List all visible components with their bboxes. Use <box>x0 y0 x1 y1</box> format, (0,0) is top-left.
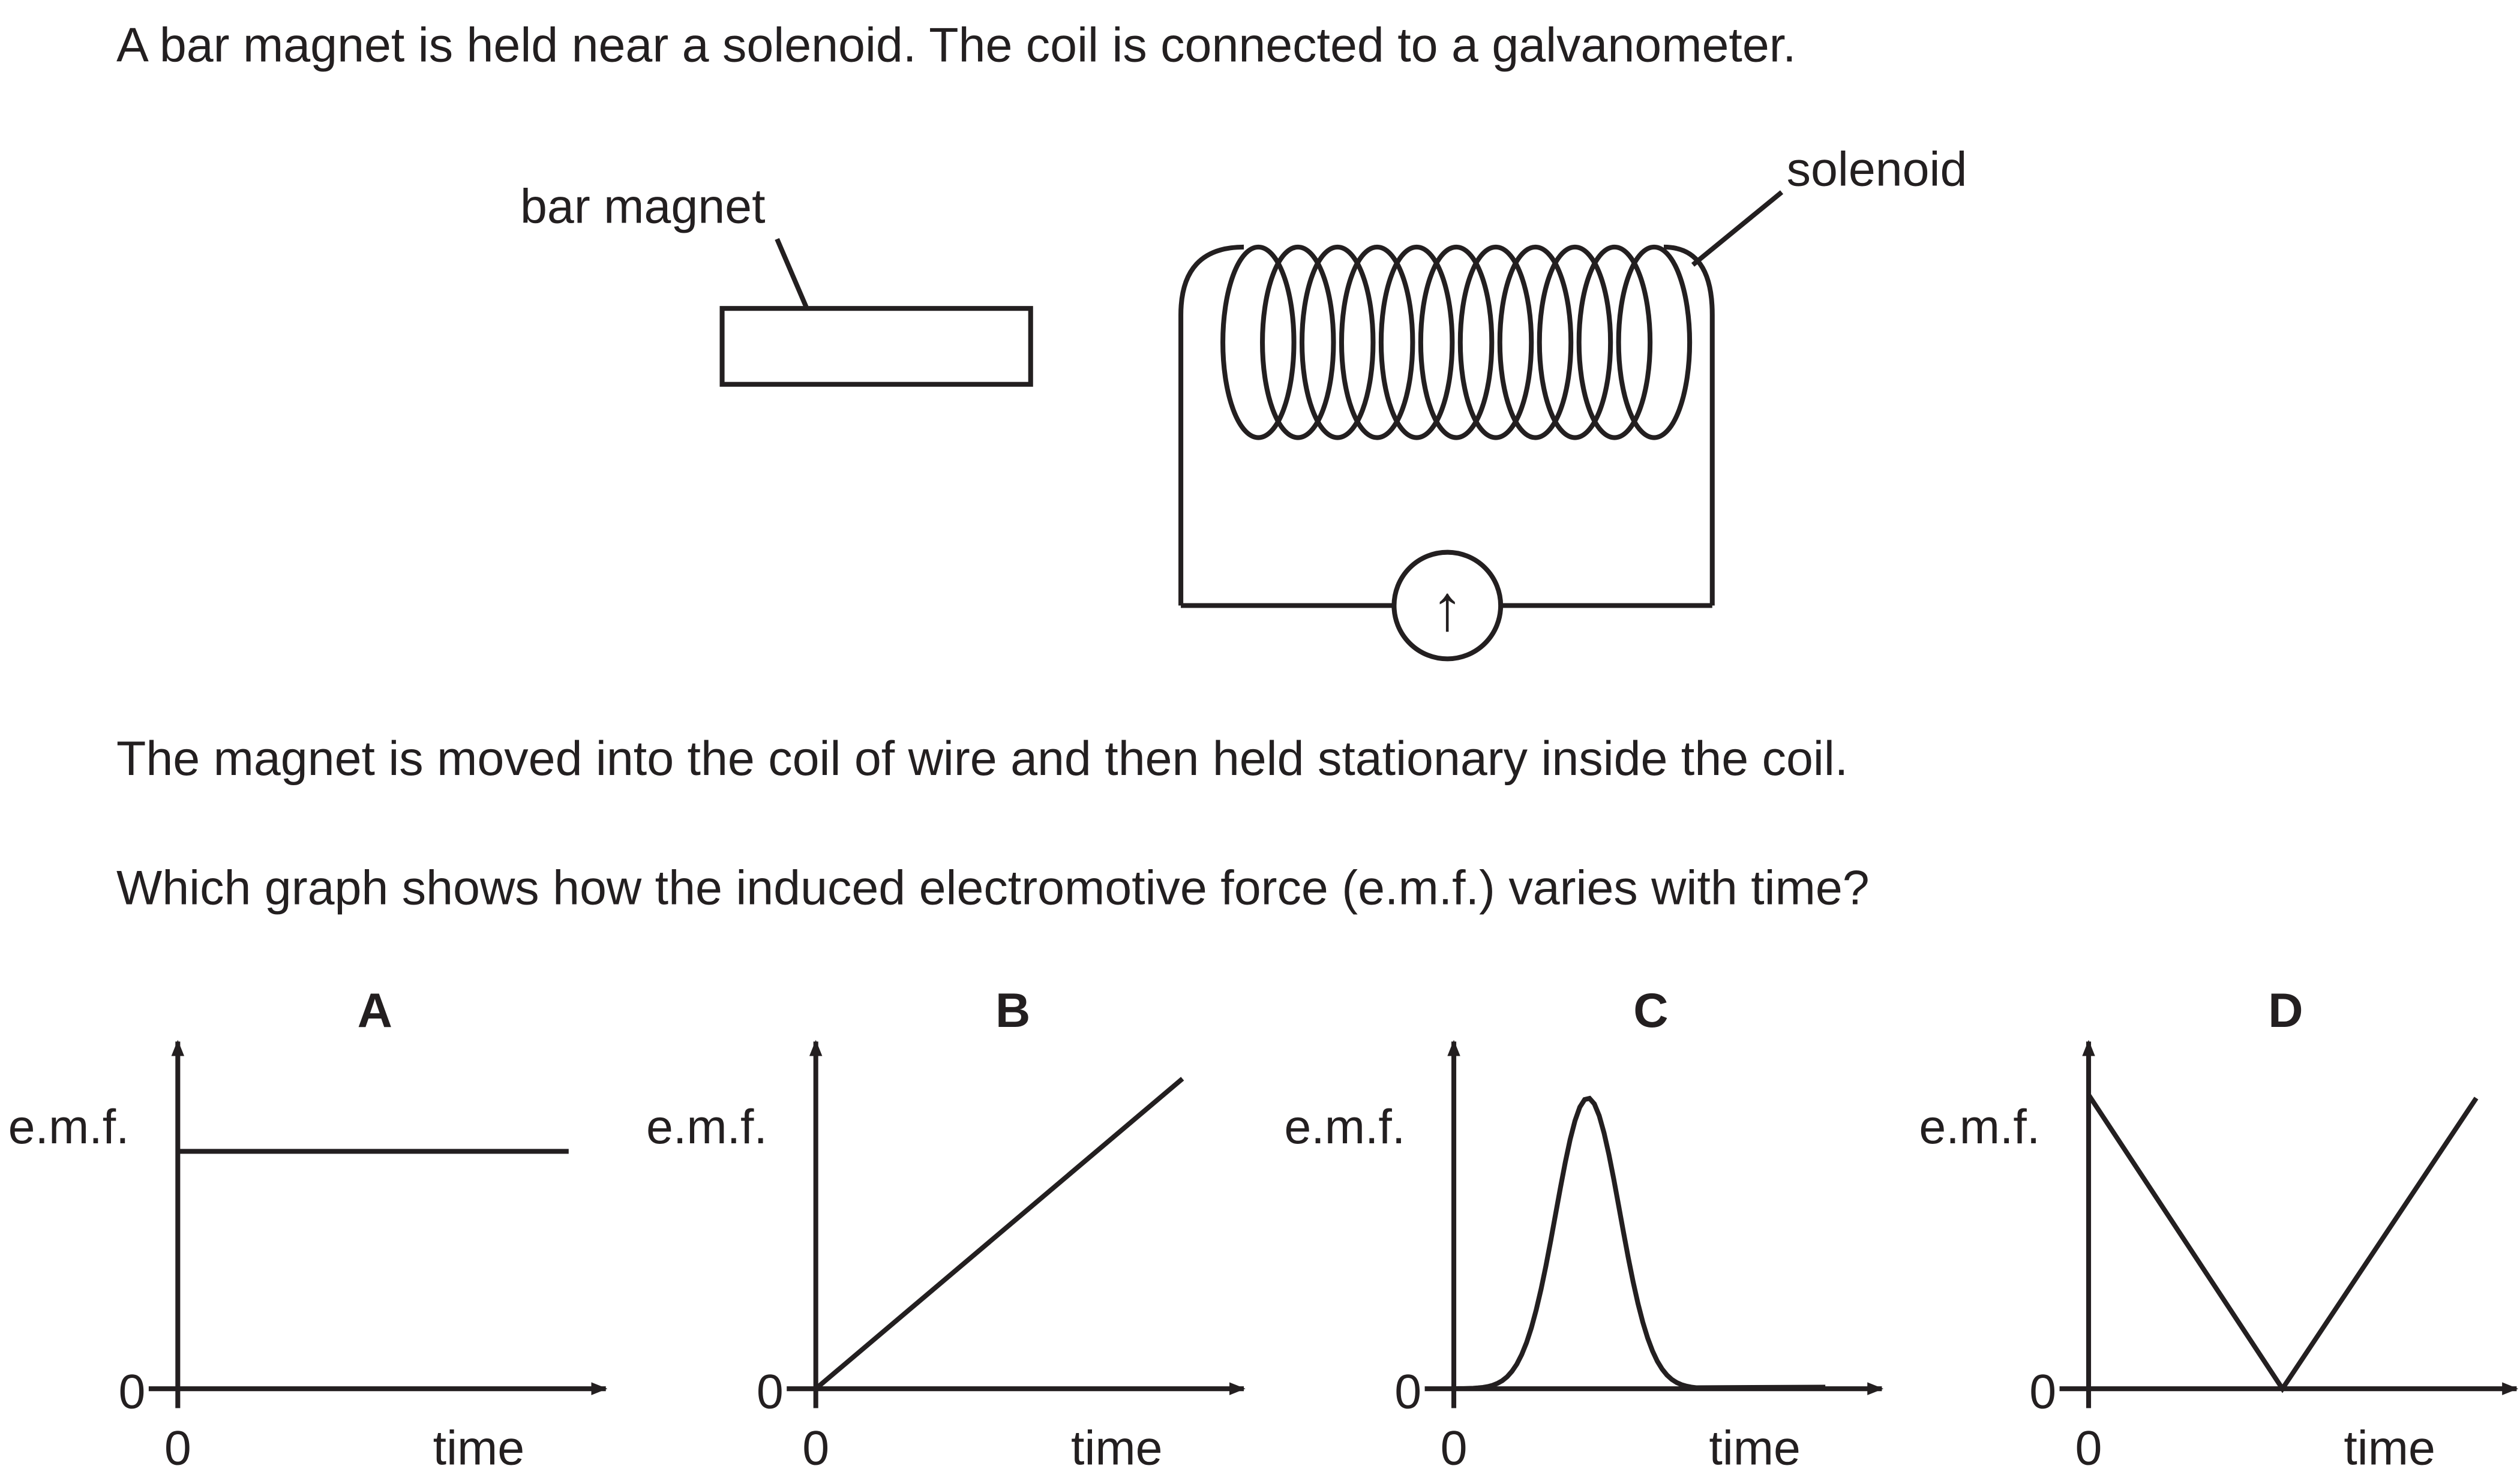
x-origin-label: 0 <box>2075 1422 2102 1476</box>
y-origin-label: 0 <box>2029 1365 2056 1419</box>
coil-loop <box>1616 244 1693 440</box>
graph-title: C <box>1633 984 1668 1038</box>
y-origin-label: 0 <box>119 1365 146 1419</box>
graph-title: D <box>2268 984 2303 1038</box>
graph-title: A <box>358 984 392 1038</box>
y-axis-label: e.m.f. <box>1284 1100 1405 1154</box>
emf-curve <box>1453 1095 1826 1392</box>
coil-loop <box>1497 244 1574 440</box>
galvanometer: ↑ <box>1391 549 1504 662</box>
coil-loop <box>1378 244 1455 440</box>
graph-option-d: De.m.f. time 00 <box>1919 984 2519 1476</box>
coil-loop <box>1457 244 1534 440</box>
emf-curve <box>2086 1093 2479 1393</box>
question-prompt: Which graph shows how the induced electr… <box>116 861 1870 915</box>
graph-option-c: Ce.m.f. time 00 <box>1284 984 1884 1476</box>
coil-loop <box>1418 244 1495 440</box>
bar-magnet-label: bar magnet <box>520 180 765 234</box>
question-statement: The magnet is moved into the coil of wir… <box>116 732 1848 786</box>
bar-magnet-leader <box>775 238 809 308</box>
solenoid-leader <box>1691 190 1784 267</box>
graph-option-b: Be.m.f. time 00 <box>646 984 1246 1476</box>
galvanometer-circle <box>1391 549 1504 662</box>
left-wire <box>1178 244 1244 606</box>
solenoid-coils <box>1220 244 1693 440</box>
y-axis-label: e.m.f. <box>8 1100 130 1154</box>
y-axis-label: e.m.f. <box>646 1100 767 1154</box>
x-axis-label: time <box>2344 1422 2435 1476</box>
coil-loop <box>1339 244 1415 440</box>
x-origin-label: 0 <box>1441 1422 1468 1476</box>
emf-curve <box>814 1077 1184 1391</box>
galvanometer-arrow-icon: ↑ <box>1431 572 1463 644</box>
x-axis-label: time <box>433 1422 525 1476</box>
x-origin-label: 0 <box>802 1422 829 1476</box>
coil-loop <box>1537 244 1613 440</box>
y-origin-label: 0 <box>757 1365 784 1419</box>
graph-option-a: Ae.m.f. time 00 <box>8 984 608 1476</box>
solenoid: solenoid ↑ <box>1178 143 1967 662</box>
y-axis-label: e.m.f. <box>1919 1100 2040 1154</box>
question-intro: A bar magnet is held near a solenoid. Th… <box>116 18 1796 72</box>
bar-magnet: bar magnet <box>520 180 1033 387</box>
y-origin-label: 0 <box>1394 1365 1421 1419</box>
coil-loop <box>1576 244 1653 440</box>
graph-title: B <box>995 984 1030 1038</box>
coil-loop <box>1220 244 1297 440</box>
x-origin-label: 0 <box>164 1422 191 1476</box>
bar-magnet-rect <box>719 306 1033 387</box>
solenoid-label: solenoid <box>1787 143 1967 197</box>
coil-loop <box>1299 244 1376 440</box>
right-wire <box>1663 244 1715 606</box>
x-axis-label: time <box>1071 1422 1163 1476</box>
x-axis-label: time <box>1709 1422 1801 1476</box>
coil-loop <box>1260 244 1336 440</box>
